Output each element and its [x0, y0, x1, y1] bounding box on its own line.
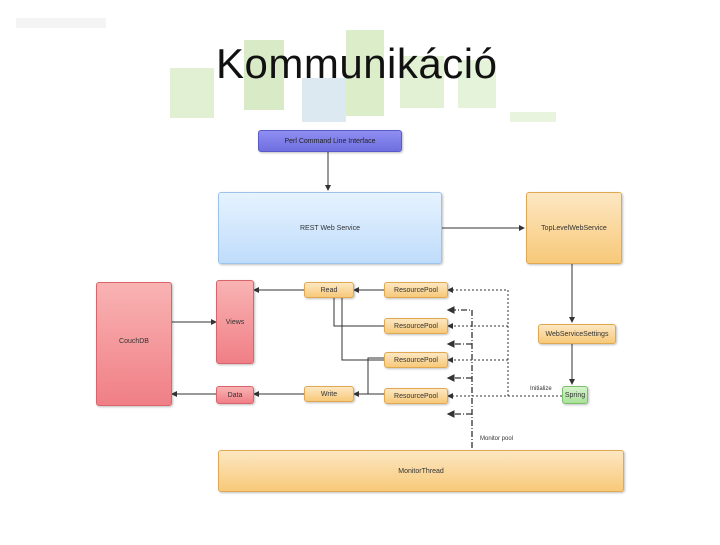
rest-web-service-node: REST Web Service [218, 192, 442, 264]
resource-pool-4: ResourcePool [384, 388, 448, 404]
write-node: Write [304, 386, 354, 402]
monitor-pool-label: Monitor pool [480, 436, 514, 442]
edge-monitor-pool1 [446, 306, 473, 448]
edge-pool3-write [367, 357, 384, 394]
edge-spring-pool1 [447, 287, 509, 396]
initialize-label: Initialize [530, 386, 552, 392]
web-service-settings-node: WebServiceSettings [538, 324, 616, 344]
perl-cli-node: Perl Command Line Interface [258, 130, 402, 152]
resource-pool-2: ResourcePool [384, 318, 448, 334]
data-node: Data [216, 386, 254, 404]
diagram-connectors [171, 152, 575, 448]
read-node: Read [304, 282, 354, 298]
monitor-thread-node: MonitorThread [218, 450, 624, 492]
slide-title: Kommunikáció [216, 40, 498, 87]
architecture-diagram: Perl Command Line Interface REST Web Ser… [88, 122, 636, 514]
couchdb-node: CouchDB [96, 282, 172, 406]
resource-pool-3: ResourcePool [384, 352, 448, 368]
resource-pool-1: ResourcePool [384, 282, 448, 298]
views-node: Views [216, 280, 254, 364]
toplevel-web-service-node: TopLevelWebService [526, 192, 622, 264]
edge-pool2-read [333, 290, 384, 327]
spring-node: Spring [562, 386, 588, 404]
